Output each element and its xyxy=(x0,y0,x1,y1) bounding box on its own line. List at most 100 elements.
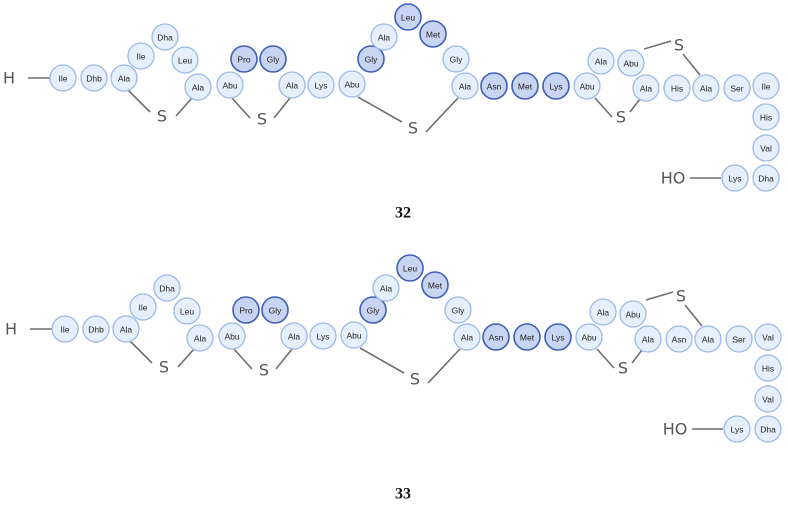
residue-circle xyxy=(482,323,510,351)
residue-circle xyxy=(110,64,138,92)
residue-ala: Ala xyxy=(453,323,481,351)
bond-line xyxy=(359,347,405,374)
residue-label: Lys xyxy=(731,425,744,435)
residue-abu: Abu xyxy=(617,49,645,77)
residue-circle xyxy=(419,20,447,48)
residue-leu: Leu xyxy=(396,254,424,282)
residue-ala: Ala xyxy=(634,325,662,353)
residue-ala: Ala xyxy=(110,64,138,92)
residue-circle xyxy=(723,74,751,102)
residue-ala: Ala xyxy=(632,74,660,102)
residue-gly: Gly xyxy=(357,45,385,73)
residue-circle xyxy=(754,323,782,351)
residue-gly: Gly xyxy=(261,296,289,324)
residue-label: Lys xyxy=(552,333,565,343)
bond-line xyxy=(645,291,674,301)
residue-circle xyxy=(396,254,424,282)
compound-number: 33 xyxy=(395,486,411,503)
residue-circle xyxy=(752,164,780,192)
residue-label: Abu xyxy=(224,332,239,342)
residue-circle xyxy=(338,70,366,98)
residue-label: Ala xyxy=(461,333,474,343)
residue-label: Ala xyxy=(286,81,299,91)
residue-circle xyxy=(151,23,179,51)
residue-pro: Pro xyxy=(232,296,260,324)
residue-circle xyxy=(232,296,260,324)
bond-line xyxy=(596,348,615,369)
residue-his: His xyxy=(754,354,782,382)
residue-label: Asn xyxy=(487,82,502,92)
residue-label: Pro xyxy=(237,55,251,65)
residue-lys: Lys xyxy=(542,72,570,100)
residue-dha: Dha xyxy=(752,164,780,192)
residue-label: Dha xyxy=(159,284,175,294)
residue-circle xyxy=(619,300,647,328)
residue-label: Gly xyxy=(452,306,466,316)
residue-val: Val xyxy=(752,134,780,162)
residue-circle xyxy=(665,325,693,353)
residue-label: Ala xyxy=(640,84,653,94)
bond-line xyxy=(175,97,193,117)
residue-ile: Ile xyxy=(129,293,157,321)
bond-line xyxy=(629,98,641,113)
sulfur-bridge-atom: S xyxy=(408,119,418,138)
residue-circle xyxy=(230,45,258,73)
sulfur-bridge-atom: S xyxy=(257,110,267,129)
residue-label: Ala xyxy=(642,335,655,345)
residue-lys: Lys xyxy=(307,71,335,99)
residue-label: His xyxy=(671,84,683,94)
bond-line xyxy=(357,96,403,123)
residue-circle xyxy=(754,385,782,413)
residue-label: Ile xyxy=(137,52,146,62)
residue-label: Val xyxy=(762,333,774,343)
residue-abu: Abu xyxy=(338,70,366,98)
bond-line xyxy=(127,89,151,113)
residue-label: Abu xyxy=(579,82,594,92)
residue-label: Asn xyxy=(672,335,687,345)
residue-leu: Leu xyxy=(394,3,422,31)
residue-circle xyxy=(451,72,479,100)
residue-label: Met xyxy=(520,333,535,343)
residue-circle xyxy=(259,45,287,73)
residue-circle xyxy=(542,72,570,100)
residue-label: Lys xyxy=(315,81,328,91)
residue-abu: Abu xyxy=(575,323,603,351)
residue-label: Ala xyxy=(380,284,393,294)
residue-circle xyxy=(216,71,244,99)
residue-circle xyxy=(575,323,603,351)
residue-gly: Gly xyxy=(359,296,387,324)
residue-label: Abu xyxy=(344,80,359,90)
residue-abu: Abu xyxy=(218,322,246,350)
residue-lys: Lys xyxy=(721,164,749,192)
residue-label: Ala xyxy=(288,332,301,342)
residue-met: Met xyxy=(421,271,449,299)
residue-ala: Ala xyxy=(278,71,306,99)
compound-number: 32 xyxy=(395,205,411,222)
residue-circle xyxy=(153,274,181,302)
residue-ser: Ser xyxy=(723,74,751,102)
residue-asn: Asn xyxy=(665,325,693,353)
residue-label: Gly xyxy=(450,55,464,65)
residue-label: Met xyxy=(428,281,443,291)
bond-line xyxy=(230,96,251,119)
bond-line xyxy=(275,348,293,370)
residue-met: Met xyxy=(511,72,539,100)
bond-line xyxy=(232,347,253,370)
residue-label: Lys xyxy=(317,332,330,342)
residue-circle xyxy=(511,72,539,100)
residue-circle xyxy=(754,354,782,382)
residue-circle xyxy=(544,323,572,351)
residue-circle xyxy=(634,325,662,353)
residue-label: His xyxy=(760,113,772,123)
bond-line xyxy=(684,304,703,327)
residue-dhb: Dhb xyxy=(80,64,108,92)
residue-label: Leu xyxy=(403,264,417,274)
residue-circle xyxy=(173,297,201,325)
residue-ile: Ile xyxy=(752,72,780,100)
residue-circle xyxy=(442,45,470,73)
bond-line xyxy=(177,348,195,368)
residue-ser: Ser xyxy=(725,325,753,353)
residue-lys: Lys xyxy=(723,415,751,443)
residue-label: Lys xyxy=(729,174,742,184)
